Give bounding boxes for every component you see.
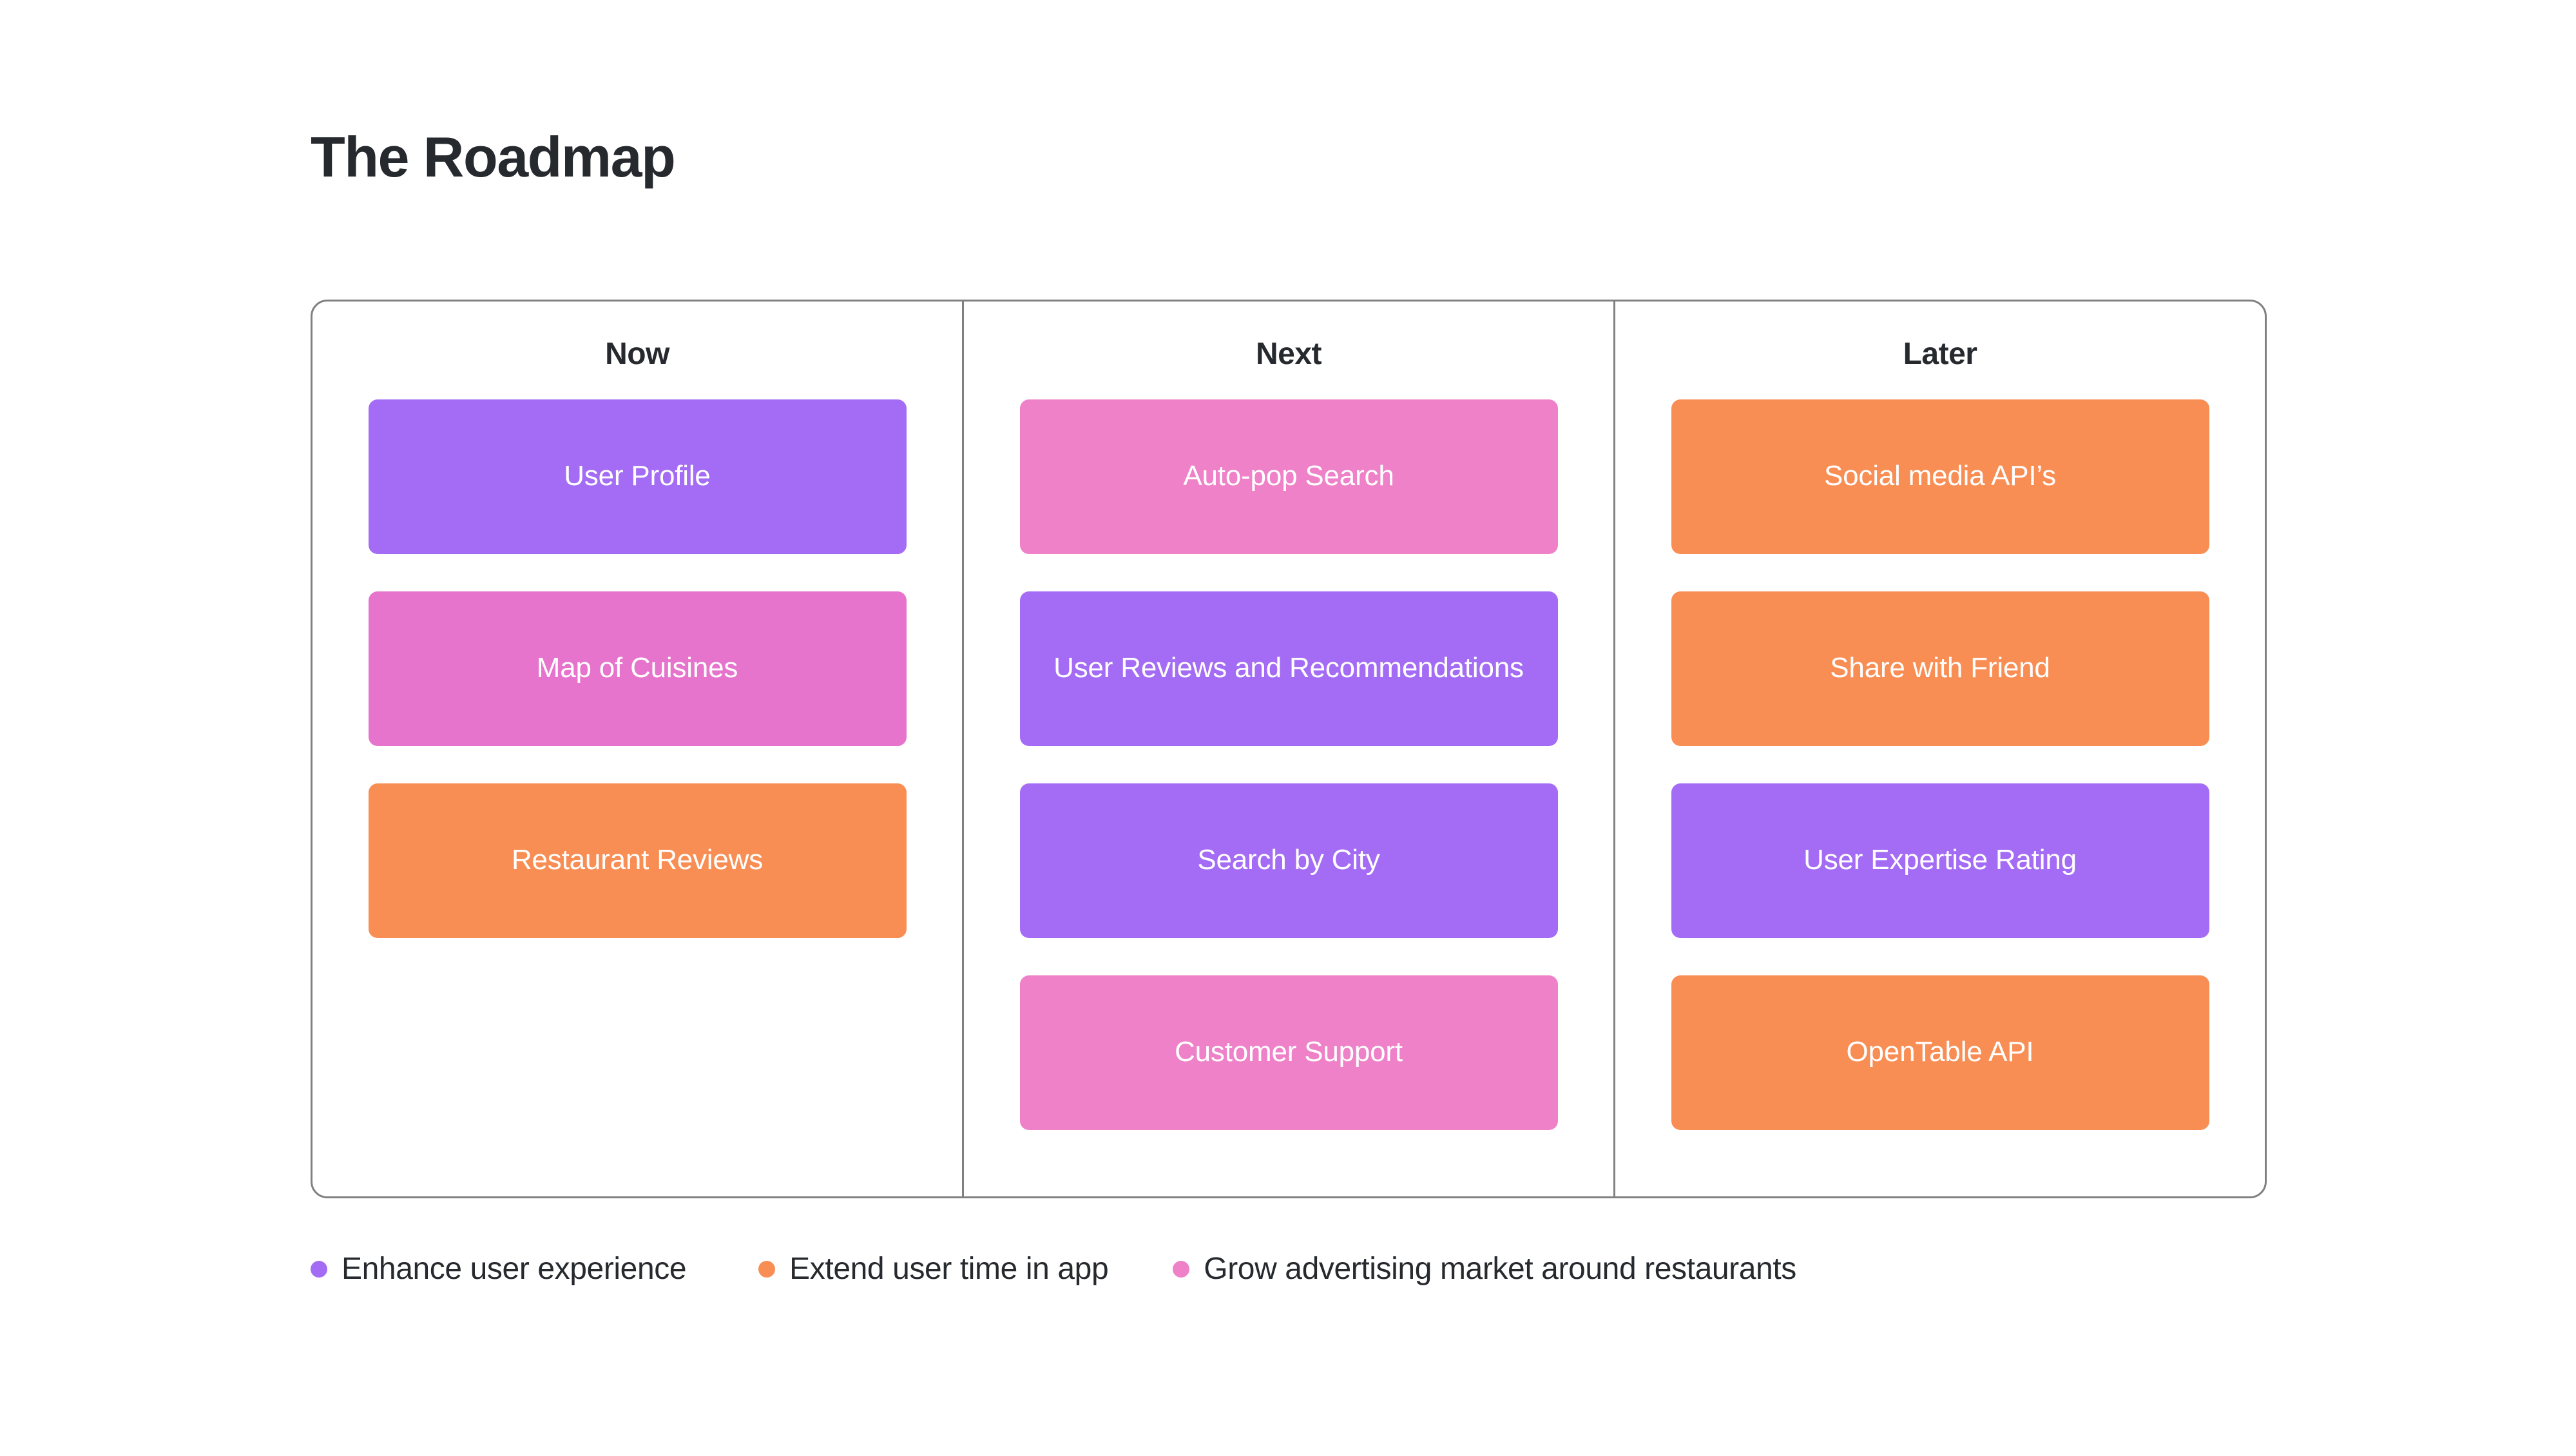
roadmap-card[interactable]: Search by City xyxy=(1019,783,1558,938)
legend-dot-icon xyxy=(311,1261,327,1278)
card-stack-now: User Profile Map of Cuisines Restaurant … xyxy=(368,399,907,938)
column-title-next: Next xyxy=(1255,337,1322,371)
column-title-later: Later xyxy=(1903,337,1977,371)
roadmap-column-now: Now User Profile Map of Cuisines Restaur… xyxy=(312,302,962,1196)
column-title-now: Now xyxy=(605,337,669,371)
legend-dot-icon xyxy=(758,1261,776,1278)
roadmap-column-later: Later Social media API’s Share with Frie… xyxy=(1613,302,2265,1196)
legend-item-label: Extend user time in app xyxy=(789,1252,1109,1286)
roadmap-card[interactable]: Social media API’s xyxy=(1671,399,2209,554)
roadmap-card[interactable]: User Profile xyxy=(368,399,907,554)
roadmap-card[interactable]: User Reviews and Recommendations xyxy=(1019,591,1558,746)
page-title: The Roadmap xyxy=(311,125,676,189)
roadmap-card[interactable]: Restaurant Reviews xyxy=(368,783,907,938)
legend-item-label: Enhance user experience xyxy=(341,1252,687,1286)
roadmap-card[interactable]: OpenTable API xyxy=(1671,975,2209,1130)
legend: Enhance user experience Extend user time… xyxy=(311,1252,2267,1287)
roadmap-card[interactable]: User Expertise Rating xyxy=(1671,783,2209,938)
roadmap-card[interactable]: Customer Support xyxy=(1019,975,1558,1130)
roadmap-board: Now User Profile Map of Cuisines Restaur… xyxy=(311,300,2267,1198)
card-stack-later: Social media API’s Share with Friend Use… xyxy=(1671,399,2209,1130)
roadmap-card[interactable]: Map of Cuisines xyxy=(368,591,907,746)
legend-item: Enhance user experience xyxy=(311,1252,687,1287)
card-stack-next: Auto-pop Search User Reviews and Recomme… xyxy=(1019,399,1558,1130)
roadmap-card[interactable]: Share with Friend xyxy=(1671,591,2209,746)
legend-dot-icon xyxy=(1173,1261,1190,1278)
roadmap-column-next: Next Auto-pop Search User Reviews and Re… xyxy=(962,302,1613,1196)
legend-item: Grow advertising market around restauran… xyxy=(1173,1252,1796,1287)
legend-item: Extend user time in app xyxy=(758,1252,1109,1287)
roadmap-card[interactable]: Auto-pop Search xyxy=(1019,399,1558,554)
legend-item-label: Grow advertising market around restauran… xyxy=(1204,1252,1796,1286)
